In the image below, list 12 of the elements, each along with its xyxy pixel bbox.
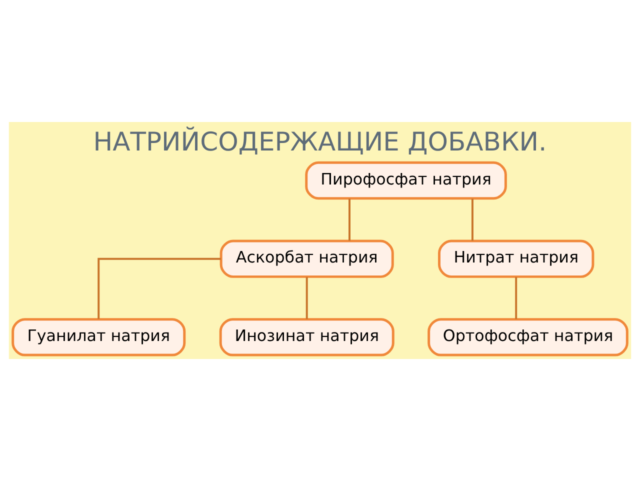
node-box: Аскорбат натрия xyxy=(220,239,394,278)
node-box: Инозинат натрия xyxy=(219,318,394,356)
node-box: Нитрат натрия xyxy=(438,239,594,278)
diagram-title: НАТРИЙСОДЕРЖАЩИЕ ДОБАВКИ. xyxy=(93,127,547,158)
connector xyxy=(348,198,350,240)
node-box: Гуанилат натрия xyxy=(12,318,186,356)
connector xyxy=(98,257,221,319)
node-box: Пирофосфат натрия xyxy=(305,160,507,200)
connector xyxy=(471,198,474,240)
node-box: Ортофосфат натрия xyxy=(428,318,628,356)
connector xyxy=(515,276,518,319)
connector xyxy=(306,276,308,319)
